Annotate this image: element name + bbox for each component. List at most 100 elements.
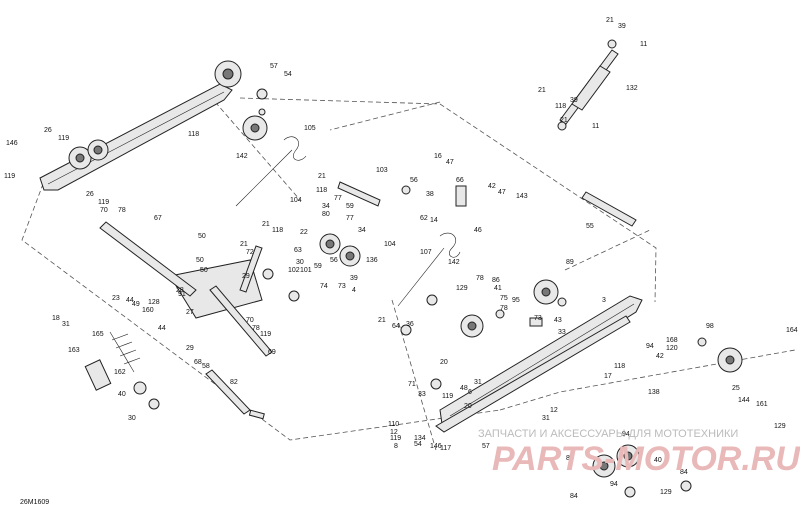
part-number-label: 14 bbox=[430, 217, 438, 224]
part-number-label: 84 bbox=[566, 455, 574, 462]
part-number-label: 54 bbox=[284, 71, 292, 78]
part-number-label: 163 bbox=[68, 347, 80, 354]
part-number-label: 75 bbox=[500, 295, 508, 302]
part-number-label: 117 bbox=[440, 445, 451, 452]
part-number-label: 105 bbox=[304, 125, 316, 132]
part-number-label: 78 bbox=[476, 275, 484, 282]
part-number-label: 86 bbox=[492, 277, 500, 284]
part-number-label: 49 bbox=[132, 301, 140, 308]
part-number-label: 118 bbox=[614, 363, 625, 370]
part-number-label: 107 bbox=[420, 249, 432, 256]
part-number-label: 144 bbox=[738, 397, 750, 404]
part-number-label: 142 bbox=[448, 259, 460, 266]
front-arm-assembly bbox=[99, 181, 637, 415]
part-number-label: 78 bbox=[500, 305, 508, 312]
part-number-label: 21 bbox=[378, 317, 386, 324]
part-number-label: 42 bbox=[656, 353, 664, 360]
idler-wheels bbox=[242, 115, 559, 338]
part-number-label: 84 bbox=[570, 493, 578, 500]
part-number-label: 46 bbox=[474, 227, 482, 234]
part-number-label: 21 bbox=[606, 17, 614, 24]
part-number-label: 118 bbox=[555, 103, 566, 110]
left-rail-wheel-front bbox=[68, 139, 109, 170]
part-number-label: 94 bbox=[610, 481, 618, 488]
left-rail-wheel-rear bbox=[214, 60, 242, 88]
watermark-logo: PARTS-MOTOR.RU bbox=[492, 440, 800, 478]
part-number-label: 21 bbox=[262, 221, 270, 228]
front-shock-spring bbox=[84, 331, 160, 410]
part-number-label: 165 bbox=[92, 331, 104, 338]
part-number-label: 31 bbox=[474, 379, 482, 386]
part-number-label: 134 bbox=[414, 435, 426, 442]
diagram-code: 26M1609 bbox=[20, 499, 49, 506]
hardware-bolts-nuts bbox=[248, 88, 707, 498]
part-number-label: 21 bbox=[318, 173, 326, 180]
part-number-label: 50 bbox=[200, 267, 208, 274]
part-number-label: 161 bbox=[756, 401, 768, 408]
part-number-label: 34 bbox=[322, 203, 330, 210]
part-number-label: 40 bbox=[118, 391, 126, 398]
part-number-label: 104 bbox=[290, 197, 302, 204]
part-number-label: 73 bbox=[534, 315, 542, 322]
part-number-label: 11 bbox=[640, 41, 647, 48]
part-number-label: 119 bbox=[98, 199, 109, 206]
part-number-label: 146 bbox=[430, 443, 442, 450]
part-number-label: 58 bbox=[202, 363, 210, 370]
part-number-label: 44 bbox=[158, 325, 166, 332]
part-number-label: 21 bbox=[240, 241, 248, 248]
part-number-label: 132 bbox=[626, 85, 638, 92]
part-number-label: 47 bbox=[446, 159, 454, 166]
part-number-label: 57 bbox=[270, 63, 278, 70]
part-number-label: 39 bbox=[618, 23, 626, 30]
part-number-label: 27 bbox=[186, 309, 194, 316]
part-number-label: 47 bbox=[498, 189, 506, 196]
part-number-label: 11 bbox=[592, 123, 599, 130]
dashed-assembly-outlines bbox=[21, 95, 796, 451]
part-number-label: 120 bbox=[666, 345, 678, 352]
part-number-label: 56 bbox=[330, 257, 338, 264]
part-number-label: 143 bbox=[516, 193, 528, 200]
part-number-label: 162 bbox=[114, 369, 126, 376]
part-number-label: 70 bbox=[246, 317, 254, 324]
part-number-label: 119 bbox=[390, 435, 401, 442]
part-number-label: 12 bbox=[550, 407, 558, 414]
part-number-label: 23 bbox=[112, 295, 120, 302]
part-number-label: 80 bbox=[322, 211, 330, 218]
part-number-label: 119 bbox=[260, 331, 271, 338]
part-number-label: 57 bbox=[482, 443, 490, 450]
part-number-label: 129 bbox=[456, 285, 468, 292]
part-number-label: 63 bbox=[294, 247, 302, 254]
part-number-label: 71 bbox=[408, 381, 416, 388]
part-number-label: 74 bbox=[320, 283, 328, 290]
part-number-label: 160 bbox=[142, 307, 154, 314]
part-number-label: 12 bbox=[390, 429, 398, 436]
part-number-label: 67 bbox=[154, 215, 162, 222]
part-number-label: 43 bbox=[554, 317, 562, 324]
part-number-label: 89 bbox=[566, 259, 574, 266]
part-number-label: 40 bbox=[654, 457, 662, 464]
part-number-label: 56 bbox=[410, 177, 418, 184]
part-number-label: 110 bbox=[388, 421, 399, 428]
part-number-label: 69 bbox=[268, 349, 276, 356]
part-number-label: 44 bbox=[126, 297, 134, 304]
part-number-label: 136 bbox=[366, 257, 378, 264]
part-number-label: 102 bbox=[288, 267, 300, 274]
part-number-label: 31 bbox=[62, 321, 70, 328]
part-number-label: 118 bbox=[188, 131, 199, 138]
part-number-label: 68 bbox=[194, 359, 202, 366]
right-slide-rail bbox=[435, 295, 643, 433]
part-number-label: 103 bbox=[376, 167, 388, 174]
part-number-label: 3 bbox=[602, 297, 606, 304]
part-number-label: 77 bbox=[334, 195, 342, 202]
part-number-labels: 2139115754132211182139111052611911814611… bbox=[4, 17, 798, 500]
part-number-label: 36 bbox=[406, 321, 414, 328]
part-number-label: 18 bbox=[52, 315, 60, 322]
part-number-label: 72 bbox=[246, 249, 254, 256]
part-number-label: 64 bbox=[392, 323, 400, 330]
part-number-label: 17 bbox=[604, 373, 612, 380]
part-number-label: 48 bbox=[460, 385, 468, 392]
part-number-label: 104 bbox=[384, 241, 396, 248]
part-number-label: 138 bbox=[648, 389, 660, 396]
watermark: ЗАПЧАСТИ И АКСЕССУАРЫ ДЛЯ МОТОТЕХНИКИ PA… bbox=[478, 428, 800, 478]
